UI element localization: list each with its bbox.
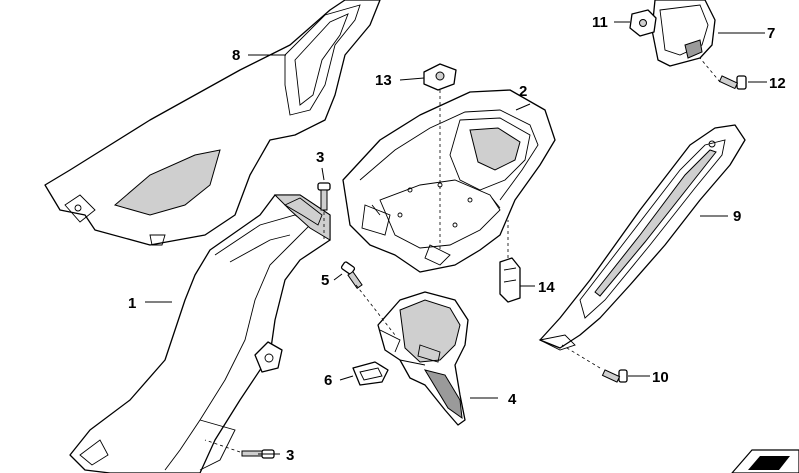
callout-13: 13 bbox=[375, 72, 392, 89]
part-8-side-trim bbox=[44, 0, 381, 246]
callout-3-upper: 3 bbox=[316, 149, 324, 166]
part-2-bracket bbox=[342, 89, 556, 273]
screw-3-upper bbox=[317, 182, 331, 211]
screw-10 bbox=[601, 369, 628, 383]
assembly-lines bbox=[204, 57, 721, 453]
callout-7: 7 bbox=[767, 25, 775, 42]
screw-12 bbox=[718, 75, 747, 90]
orientation-badge bbox=[731, 449, 799, 473]
part-1-rear-fender bbox=[69, 194, 331, 473]
callout-2: 2 bbox=[519, 83, 527, 100]
callout-5: 5 bbox=[321, 272, 329, 289]
callout-1: 1 bbox=[128, 295, 136, 312]
part-13-nut-clip bbox=[423, 63, 457, 91]
callout-10: 10 bbox=[652, 369, 669, 386]
callout-14: 14 bbox=[538, 279, 555, 296]
part-9-side-trim bbox=[538, 124, 746, 351]
callout-9: 9 bbox=[733, 208, 741, 225]
part-14-tab bbox=[499, 257, 521, 303]
screw-5 bbox=[340, 261, 363, 289]
callout-6: 6 bbox=[324, 372, 332, 389]
callout-4: 4 bbox=[508, 391, 517, 408]
callout-11: 11 bbox=[592, 14, 608, 31]
part-4-deflector bbox=[377, 291, 469, 426]
part-6-clip bbox=[352, 361, 389, 386]
callout-3-lower: 3 bbox=[286, 447, 294, 464]
callout-12: 12 bbox=[769, 75, 786, 92]
leader-lines bbox=[145, 21, 767, 455]
part-7-cover bbox=[651, 0, 716, 67]
part-11-nut-clip bbox=[629, 9, 657, 37]
callout-8: 8 bbox=[232, 47, 240, 64]
